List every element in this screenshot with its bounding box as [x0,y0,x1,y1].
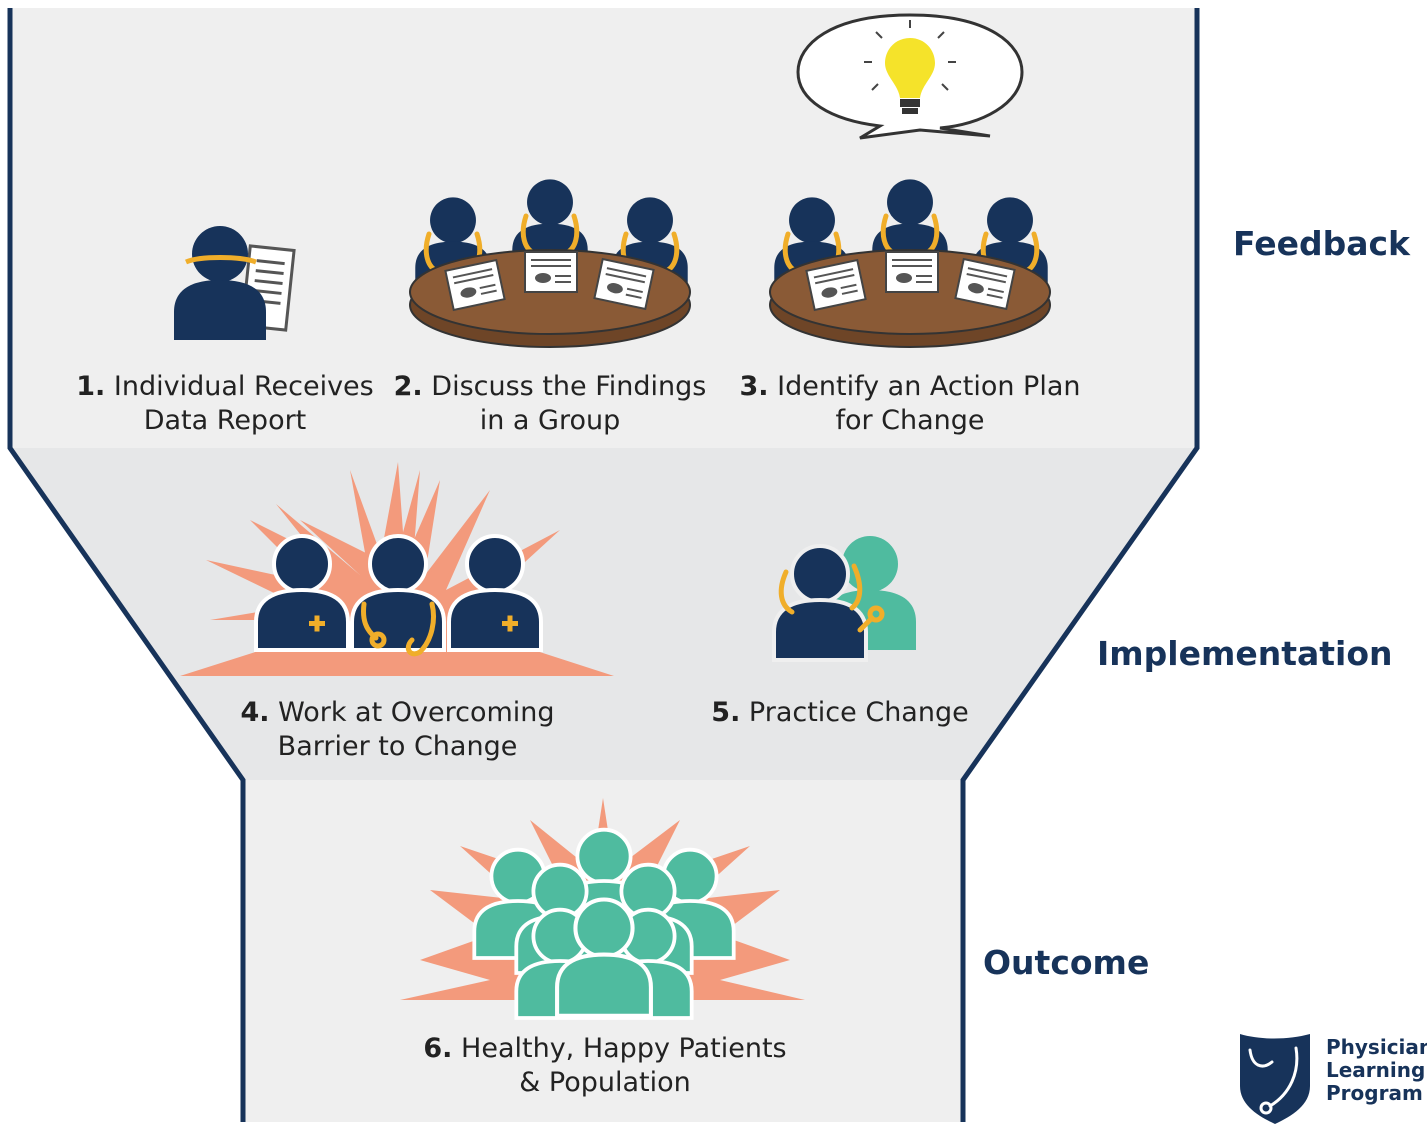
person-with-report-icon [174,226,296,340]
logo-text: Physician Learning Program [1326,1035,1427,1105]
step-5-caption: 5. Practice Change [711,697,969,728]
step-number: 6. [423,1033,453,1064]
step-number: 2. [393,371,423,402]
stage-label-implementation: Implementation [1097,634,1393,673]
step-number: 3. [739,371,769,402]
step-1-caption: 1. Individual Receives Data Report [76,371,374,436]
step-number: 5. [711,697,741,728]
funnel-implementation-section [10,448,1197,780]
clinician-patient-icon [772,536,916,662]
step-number: 4. [240,697,270,728]
group-table-icon [409,179,691,348]
stage-label-feedback: Feedback [1233,224,1410,263]
step-2-caption: 2. Discuss the Findings in a Group [393,371,707,436]
stage-label-outcome: Outcome [983,943,1150,982]
clinician-team-icon [254,534,543,657]
group-idea-icon [769,179,1051,348]
step-number: 1. [76,371,106,402]
step-3-caption: 3. Identify an Action Plan for Change [739,371,1081,436]
step-6-caption: 6. Healthy, Happy Patients & Population [423,1033,787,1098]
step-4-caption: 4. Work at Overcoming Barrier to Change [240,697,555,762]
shield-logo-icon [1240,1034,1310,1124]
lightbulb-icon [864,20,956,114]
funnel-outline [7,8,1200,1122]
